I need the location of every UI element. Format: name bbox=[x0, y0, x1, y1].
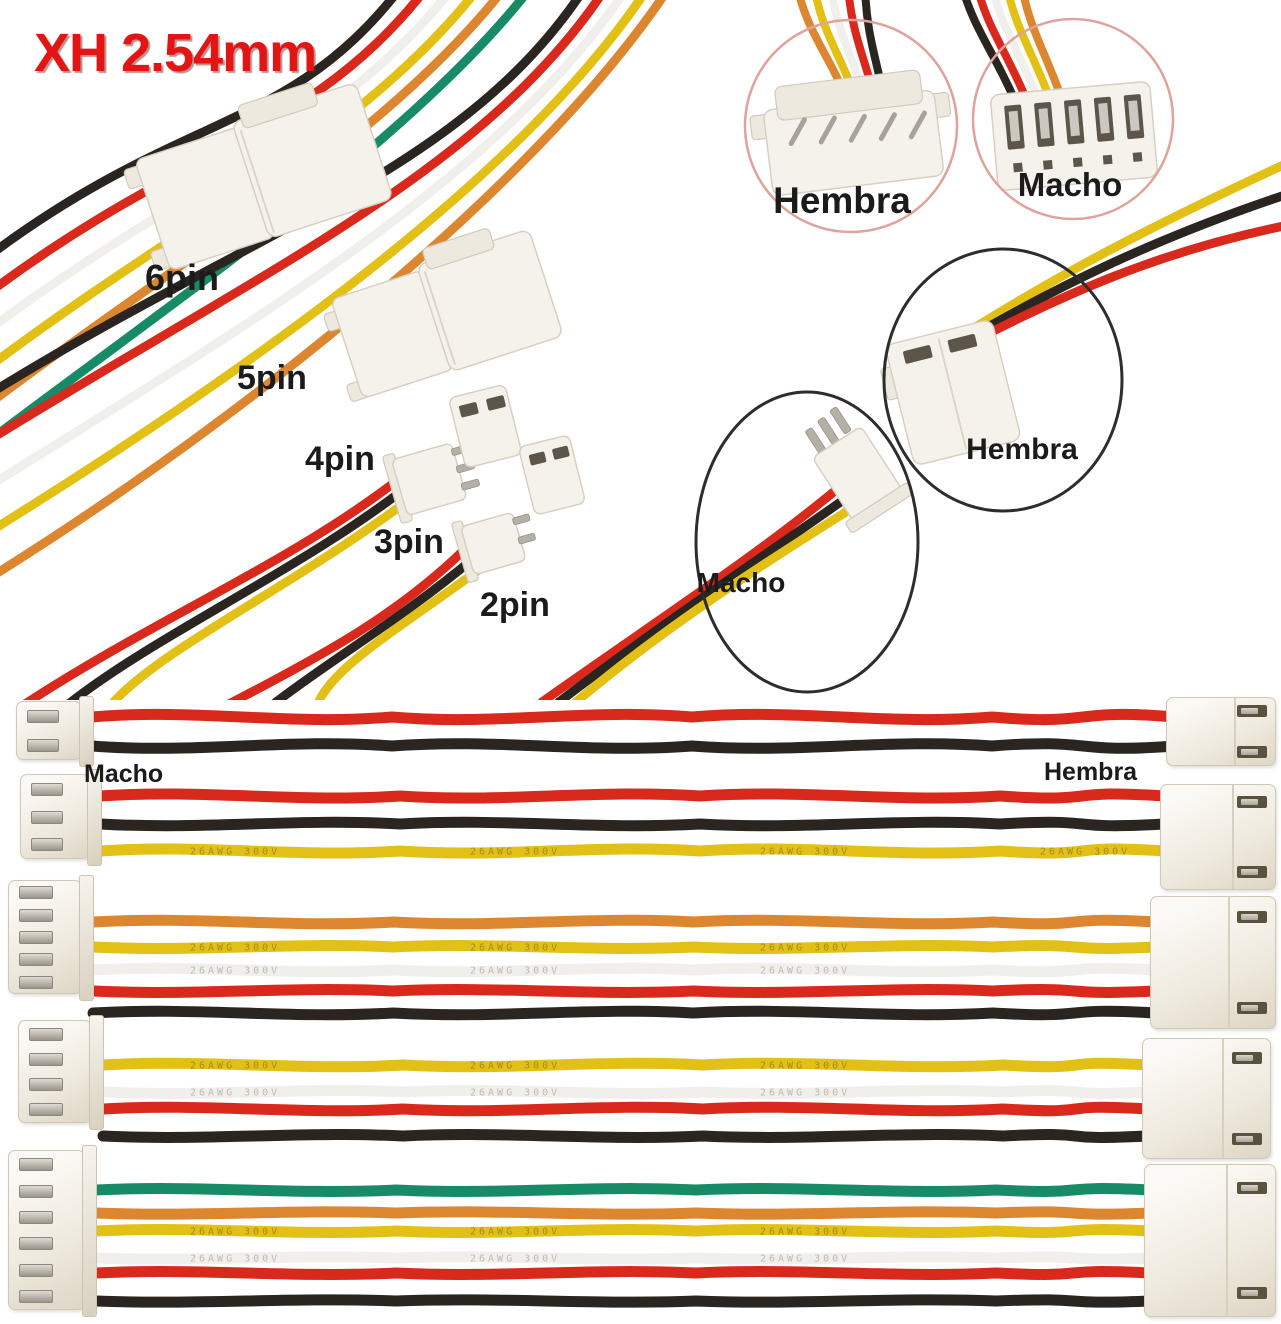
connector-male-2pin bbox=[451, 512, 536, 583]
wire-marking-text: 26AWG 300V bbox=[190, 943, 280, 954]
wire bbox=[0, 0, 645, 531]
wire-marking-text: 26AWG 300V bbox=[190, 1227, 280, 1238]
wire bbox=[87, 914, 1162, 930]
wire bbox=[90, 1183, 1156, 1197]
wire-marking-text: 26AWG 300V bbox=[190, 1254, 280, 1265]
wire-marking-text: 26AWG 300V bbox=[190, 966, 280, 977]
wire bbox=[0, 0, 397, 254]
connector-male-mid-macho bbox=[805, 406, 914, 533]
wire-marking-text: 26AWG 300V bbox=[1040, 847, 1130, 858]
wire-marking-text: 26AWG 300V bbox=[760, 1227, 850, 1238]
macho-label: Macho bbox=[84, 760, 164, 788]
wire bbox=[1006, 0, 1052, 98]
connector-pair-6pin bbox=[123, 82, 392, 271]
wire bbox=[97, 1101, 1154, 1117]
wire bbox=[976, 0, 1028, 98]
product-title: XH 2.54mm bbox=[34, 23, 317, 83]
wire bbox=[66, 467, 431, 700]
wire-marking-text: 26AWG 300V bbox=[190, 847, 280, 858]
macho-mid-label: Macho bbox=[697, 567, 786, 598]
macho-top-label: Macho bbox=[1018, 166, 1123, 203]
wire bbox=[226, 545, 469, 700]
pin-label-4pin: 4pin bbox=[305, 440, 375, 478]
wire-marking-text: 26AWG 300V bbox=[470, 847, 560, 858]
wire-marking-text: 26AWG 300V bbox=[760, 1254, 850, 1265]
pin-label-5pin: 5pin bbox=[237, 359, 307, 397]
wire bbox=[97, 1129, 1154, 1143]
black-circle-outline bbox=[882, 247, 1124, 513]
wire-marking-text: 26AWG 300V bbox=[470, 1088, 560, 1099]
wire-marking-text: 26AWG 300V bbox=[470, 943, 560, 954]
wire bbox=[94, 843, 1170, 859]
hembra-mid-label: Hembra bbox=[966, 433, 1078, 466]
wire bbox=[0, 0, 603, 439]
wire bbox=[90, 1266, 1156, 1280]
pin-label-2pin: 2pin bbox=[480, 586, 550, 624]
wire bbox=[94, 816, 1170, 832]
wire bbox=[554, 491, 854, 700]
wire bbox=[94, 788, 1170, 804]
wire bbox=[22, 457, 425, 700]
wire-marking-text: 26AWG 300V bbox=[190, 1061, 280, 1072]
wire bbox=[571, 497, 867, 700]
connector-female-mid-hembra bbox=[880, 320, 1021, 465]
connector-female-2pin bbox=[519, 435, 585, 515]
wire-marking-text: 26AWG 300V bbox=[190, 1088, 280, 1099]
wire bbox=[955, 222, 1281, 353]
wire bbox=[90, 1206, 1156, 1220]
wire-marking-text: 26AWG 300V bbox=[760, 966, 850, 977]
wire bbox=[86, 738, 1180, 754]
wire-marking-text: 26AWG 300V bbox=[760, 1088, 850, 1099]
wire bbox=[90, 1224, 1156, 1238]
wire-marking-text: 26AWG 300V bbox=[470, 966, 560, 977]
wire bbox=[812, 0, 856, 92]
connector-header-hembra bbox=[749, 69, 952, 196]
wire-marking-text: 26AWG 300V bbox=[760, 1061, 850, 1072]
top-collage-art: 6pin 5pin 4pin 3pin 2pin Hembra Macho He… bbox=[0, 0, 1281, 700]
hembra-top-label: Hembra bbox=[773, 180, 911, 221]
wire bbox=[90, 1251, 1156, 1265]
wire bbox=[1020, 0, 1064, 98]
connector-pair-5pin bbox=[323, 228, 562, 402]
bottom-cables-art: 26AWG 300V 26AWG 300V 26AWG 300V 26AWG 300V… bbox=[86, 708, 1180, 1308]
wire-marking-text: 26AWG 300V bbox=[760, 847, 850, 858]
wire bbox=[109, 477, 437, 700]
hembra-label: Hembra bbox=[1044, 758, 1138, 786]
wire-marking-text: 26AWG 300V bbox=[470, 1254, 560, 1265]
wire bbox=[87, 984, 1162, 998]
pin-label-3pin: 3pin bbox=[374, 523, 444, 561]
pink-circle-outline bbox=[743, 18, 959, 234]
pin-label-6pin: 6pin bbox=[145, 257, 219, 298]
black-circle-outline bbox=[694, 390, 920, 694]
wire bbox=[86, 708, 1180, 726]
wire bbox=[97, 1085, 1154, 1099]
wire-marking-text: 26AWG 300V bbox=[470, 1061, 560, 1072]
pink-circle-outline bbox=[971, 17, 1175, 221]
wire bbox=[271, 553, 479, 700]
wire bbox=[796, 0, 846, 92]
connector-housing-macho bbox=[990, 81, 1158, 191]
wire-marking-text: 26AWG 300V bbox=[470, 1227, 560, 1238]
wire bbox=[87, 1005, 1162, 1021]
wire-marking-text: 26AWG 300V bbox=[760, 943, 850, 954]
wire bbox=[991, 0, 1040, 98]
wire bbox=[962, 0, 1016, 98]
wire bbox=[87, 962, 1162, 978]
wire bbox=[537, 485, 841, 700]
connector-female-4pin bbox=[449, 385, 522, 468]
wire bbox=[90, 1294, 1156, 1308]
wire bbox=[87, 940, 1162, 954]
wire bbox=[314, 561, 489, 700]
wire bbox=[97, 1057, 1154, 1073]
wire bbox=[0, 0, 624, 485]
